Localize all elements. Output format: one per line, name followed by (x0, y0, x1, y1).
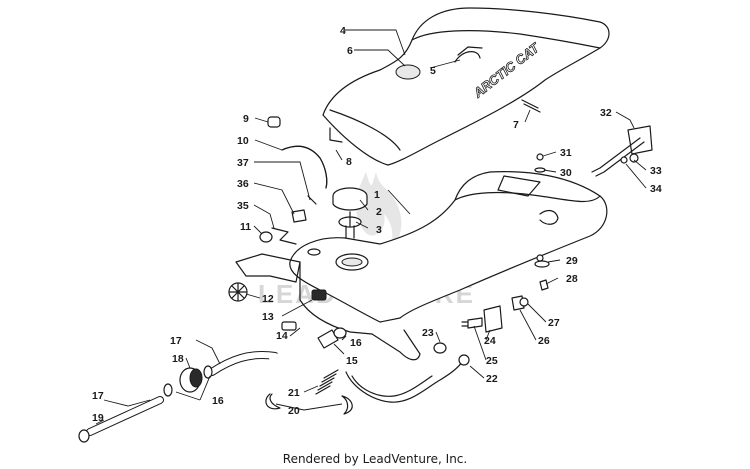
callout-label: 24 (484, 335, 496, 347)
callout-label: 4 (340, 25, 346, 37)
washer-top (534, 167, 546, 173)
fuel-cap (332, 187, 368, 239)
callout-label: 11 (240, 221, 251, 233)
vent-hose (281, 145, 328, 189)
callout-label: 35 (237, 200, 249, 212)
callout-label: 25 (486, 355, 498, 367)
callout-label: 30 (560, 167, 572, 179)
callout-label: 17 (170, 335, 182, 347)
callout-labels: 1 2 3 4 5 6 7 8 9 10 11 12 13 14 15 16 1… (92, 25, 662, 424)
callout-label: 26 (538, 335, 550, 347)
callout-label: 33 (650, 165, 662, 177)
bracket-plate (483, 305, 503, 333)
callout-label: 37 (237, 157, 249, 169)
choke-cable (345, 354, 470, 403)
callout-label: 2 (376, 206, 382, 218)
callout-label: 16 (212, 395, 224, 407)
valve-fitting (317, 329, 339, 349)
callout-label: 6 (347, 45, 353, 57)
callout-label: 8 (346, 156, 352, 168)
leader-lines (95, 29, 647, 425)
callout-label: 17 (92, 390, 104, 402)
callout-label: 9 (243, 113, 249, 125)
clamp-right (341, 395, 353, 415)
nut-top (536, 153, 544, 161)
callout-label: 5 (430, 65, 436, 77)
footer-credit: Rendered by LeadVenture, Inc. (282, 452, 468, 466)
callout-label: 21 (288, 387, 300, 399)
grommet (259, 231, 273, 243)
callout-label: 29 (566, 255, 578, 267)
seat-latch (329, 127, 343, 143)
callout-label: 22 (486, 373, 498, 385)
bracket (271, 227, 297, 245)
callout-label: 31 (560, 147, 572, 159)
callout-label: 18 (172, 353, 184, 365)
latch-assembly (591, 125, 653, 177)
callout-label: 3 (376, 224, 382, 236)
callout-label: 14 (276, 330, 288, 342)
callout-label: 12 (262, 293, 274, 305)
callout-label: 10 (237, 135, 249, 147)
callout-label: 23 (422, 327, 434, 339)
fuel-line (78, 349, 299, 443)
callout-label: 19 (92, 412, 104, 424)
callout-label: 15 (346, 355, 358, 367)
washer-right (534, 260, 550, 268)
fuel-fitting (281, 321, 297, 331)
bolt (519, 297, 529, 307)
callout-label: 1 (374, 189, 380, 201)
rivet (267, 116, 281, 128)
seat-clip (521, 99, 541, 113)
callout-label: 7 (513, 119, 519, 131)
callout-label: 36 (237, 178, 249, 190)
sensor (461, 317, 483, 329)
callout-label: 27 (548, 317, 560, 329)
callout-label: 16 (350, 337, 362, 349)
drain-cap (228, 282, 248, 302)
valve (291, 209, 307, 223)
spring (315, 369, 339, 395)
hose-clamp (333, 327, 347, 339)
callout-label: 32 (600, 107, 612, 119)
nut (536, 254, 544, 262)
callout-label: 28 (566, 273, 578, 285)
clamp-left (265, 393, 281, 410)
seat: ARCTIC CAT (322, 7, 610, 166)
callout-label: 20 (288, 405, 300, 417)
washer (433, 342, 447, 354)
fuel-tank (235, 171, 608, 361)
callout-label: 34 (650, 183, 662, 195)
callout-label: 13 (262, 311, 274, 323)
screw (539, 279, 549, 291)
